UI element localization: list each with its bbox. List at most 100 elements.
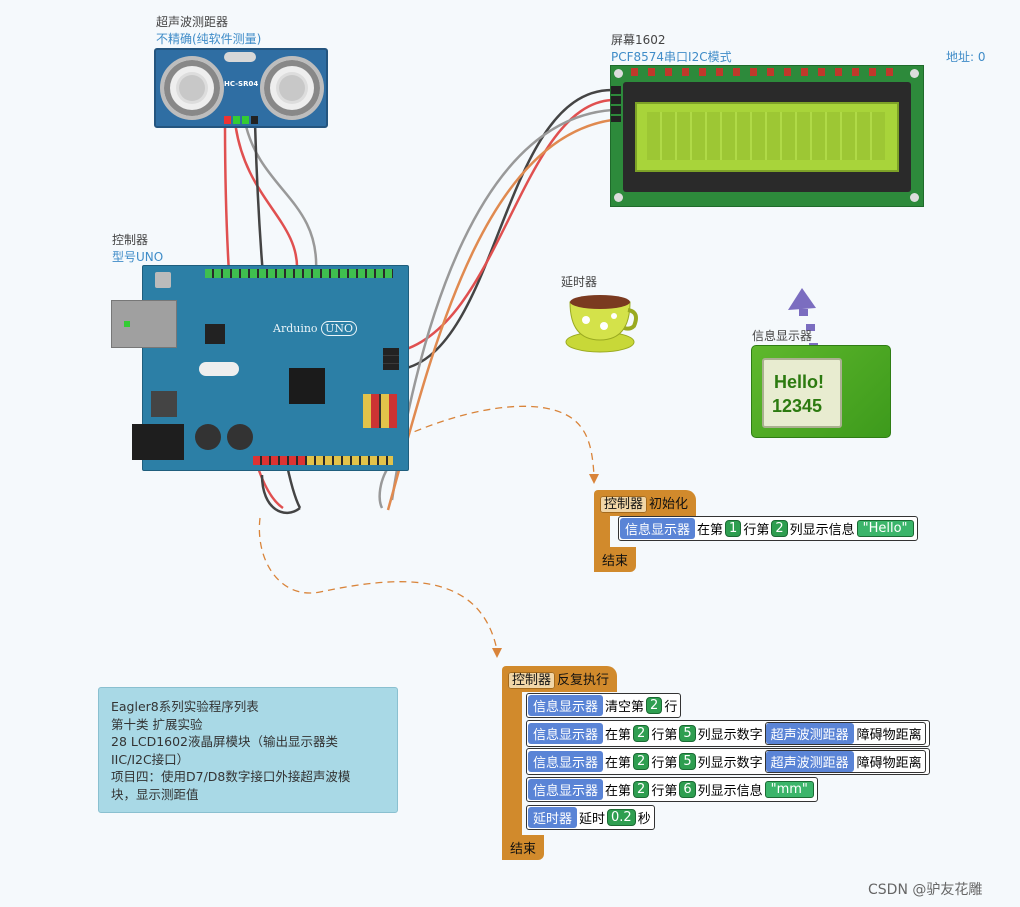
stmt-text: 列显示数字 <box>697 728 763 743</box>
ultrasonic-sensor[interactable]: HC-SR04 <box>154 48 328 128</box>
board-model: UNO <box>321 321 357 336</box>
row-number-input[interactable]: 2 <box>633 781 650 798</box>
usb-chip <box>205 324 225 344</box>
icsp-header <box>383 348 399 370</box>
sensor-eye-right-icon <box>260 56 324 120</box>
loop-end-block[interactable]: 结束 <box>502 835 545 860</box>
stmt-text: 在第 <box>605 784 632 799</box>
loop-show-text-statement[interactable]: 信息显示器 在第 2 行第 6 列显示信息 "mm" <box>526 777 818 802</box>
col-number-input[interactable]: 5 <box>679 753 696 770</box>
string-input[interactable]: "Hello" <box>856 520 914 537</box>
lcd-address[interactable]: 地址: 0 <box>946 50 986 64</box>
lcd-1602-module[interactable] <box>610 65 924 207</box>
sensor-title: 超声波测距器 <box>156 15 229 29</box>
regulator <box>151 391 177 417</box>
usb-port[interactable] <box>111 300 177 348</box>
row-number-input[interactable]: 1 <box>725 520 742 537</box>
wire-echo <box>243 121 318 273</box>
display-screen: Hello! 12345 <box>762 358 842 428</box>
mount-hole-icon <box>910 193 919 202</box>
board-brand: Arduino <box>273 322 318 335</box>
hat-text: 反复执行 <box>557 673 610 688</box>
controller-chip: 控制器 <box>600 496 648 513</box>
delay-seconds-input[interactable]: 0.2 <box>607 809 636 826</box>
device-chip: 延时器 <box>528 807 578 828</box>
sensor-distance-reporter[interactable]: 超声波测距器障碍物距离 <box>764 722 926 745</box>
lcd-title: 屏幕1602 <box>611 33 666 47</box>
init-hat-block[interactable]: 控制器初始化 <box>594 490 697 516</box>
col-number-input[interactable]: 2 <box>771 520 788 537</box>
stmt-text: 行第 <box>651 756 678 771</box>
loop-clear-row-statement[interactable]: 信息显示器 清空第 2 行 <box>526 693 682 718</box>
power-jack[interactable] <box>132 424 184 460</box>
controller-subtitle: 型号UNO <box>112 250 164 264</box>
note-line: IIC/I2C接口） <box>111 751 190 767</box>
board-brand-text: Arduino UNO <box>273 321 357 336</box>
note-line: Eagler8系列实验程序列表 <box>111 699 259 714</box>
display-line-2: 12345 <box>772 396 823 416</box>
init-block-spine <box>594 513 610 547</box>
note-line: 第十类 扩展实验 <box>111 716 203 732</box>
capacitor-icon <box>227 424 253 450</box>
reporter-text: 障碍物距离 <box>856 728 922 743</box>
reporter-text: 障碍物距离 <box>856 756 922 771</box>
loop-delay-statement[interactable]: 延时器 延时 0.2 秒 <box>526 805 655 830</box>
init-show-text-statement[interactable]: 信息显示器 在第 1 行第 2 列显示信息 "Hello" <box>618 516 918 541</box>
stmt-text: 在第 <box>605 728 632 743</box>
stmt-text: 清空第 <box>605 700 645 715</box>
i2c-pins <box>611 86 621 122</box>
reset-button[interactable] <box>155 272 171 288</box>
row-number-input[interactable]: 2 <box>633 753 650 770</box>
note-card[interactable]: Eagler8系列实验程序列表 第十类 扩展实验 28 LCD1602液晶屏模块… <box>98 687 398 813</box>
watermark: CSDN @驴友花雕 <box>868 882 983 898</box>
lcd-subtitle: PCF8574串口I2C模式 <box>611 50 732 64</box>
controller-chip: 控制器 <box>508 672 556 689</box>
analog-header <box>253 456 393 465</box>
sensor-pins <box>224 116 258 124</box>
loop-block-spine <box>502 689 522 835</box>
stmt-text: 列显示信息 <box>697 784 763 799</box>
device-chip: 信息显示器 <box>528 695 604 716</box>
lcd-cells <box>647 112 885 160</box>
dashed-link-loop <box>258 517 498 651</box>
crystal-icon <box>224 52 256 62</box>
stmt-text: 行第 <box>651 728 678 743</box>
delayer-title: 延时器 <box>561 275 598 289</box>
init-end-block[interactable]: 结束 <box>594 547 637 572</box>
device-chip: 信息显示器 <box>528 723 604 744</box>
arduino-uno-board[interactable]: Arduino UNO <box>142 265 409 471</box>
controller-title: 控制器 <box>112 233 149 247</box>
loop-show-number-statement[interactable]: 信息显示器 在第 2 行第 5 列显示数字 超声波测距器障碍物距离 <box>526 748 930 775</box>
crystal <box>199 362 239 376</box>
display-arrow-icon <box>788 288 816 310</box>
hat-text: 初始化 <box>649 497 689 512</box>
wire-gnd-return <box>260 474 301 514</box>
note-line: 块，显示测距值 <box>111 786 199 802</box>
capacitor-icon <box>195 424 221 450</box>
row-number-input[interactable]: 2 <box>633 725 650 742</box>
lcd-bezel <box>623 82 911 192</box>
stmt-text: 在第 <box>605 756 632 771</box>
digital-header <box>205 269 393 278</box>
mount-hole-icon <box>614 69 623 78</box>
row-number-input[interactable]: 2 <box>646 697 663 714</box>
led-array <box>363 394 397 428</box>
sensor-chip: 超声波测距器 <box>765 751 854 772</box>
stmt-text: 行第 <box>651 784 678 799</box>
loop-hat-block[interactable]: 控制器反复执行 <box>502 666 618 692</box>
mount-hole-icon <box>910 69 919 78</box>
loop-show-number-statement[interactable]: 信息显示器 在第 2 行第 5 列显示数字 超声波测距器障碍物距离 <box>526 720 930 747</box>
mount-hole-icon <box>614 193 623 202</box>
col-number-input[interactable]: 6 <box>679 781 696 798</box>
string-input[interactable]: "mm" <box>764 781 814 798</box>
col-number-input[interactable]: 5 <box>679 725 696 742</box>
stmt-text: 在第 <box>697 523 724 538</box>
sensor-distance-reporter[interactable]: 超声波测距器障碍物距离 <box>764 750 926 773</box>
stmt-text: 秒 <box>637 812 651 827</box>
delayer-teacup-icon[interactable] <box>560 288 640 354</box>
wire-trig <box>233 121 299 273</box>
sensor-eye-left-icon <box>160 56 224 120</box>
note-line: 项目四：使用D7/D8数字接口外接超声波模 <box>111 769 351 784</box>
lcd-header-pins <box>631 68 903 76</box>
info-display-device[interactable]: Hello! 12345 <box>751 345 891 438</box>
